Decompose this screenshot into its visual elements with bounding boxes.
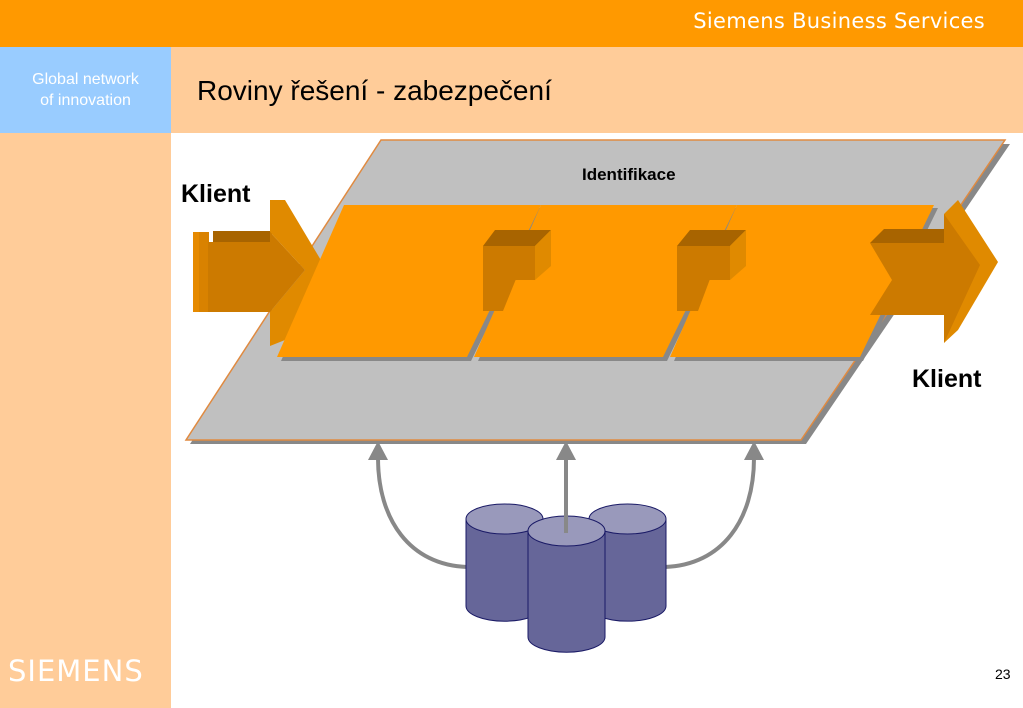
- output-client-label: Klient: [912, 365, 982, 393]
- input-client-label: Klient: [181, 180, 251, 208]
- tagline-line-2: of innovation: [40, 92, 131, 109]
- arrowhead-left-icon: [368, 441, 388, 460]
- database-center-icon: [527, 515, 606, 653]
- siemens-logo: SIEMENS: [8, 654, 144, 688]
- process-block-1: [277, 205, 541, 357]
- link-left: [376, 457, 468, 569]
- input-arrow-icon: [193, 200, 322, 346]
- tagline-line-1: Global network: [32, 71, 139, 88]
- link-right: [664, 457, 756, 569]
- platform-label: Identifikace: [582, 165, 676, 184]
- brand-name: Siemens Business Services: [693, 9, 985, 33]
- arrowhead-center-icon: [556, 441, 576, 460]
- tagline-box: Global network of innovation: [0, 47, 171, 133]
- connector-block-2: [677, 230, 746, 311]
- connector-block-1: [483, 230, 551, 311]
- page-number: 23: [995, 666, 1011, 682]
- sidebar-panel: [0, 47, 171, 708]
- output-arrow-icon: [870, 200, 998, 343]
- arrowhead-right-icon: [744, 441, 764, 460]
- title-bar: Roviny řešení - zabezpečení: [171, 47, 1023, 133]
- slide-title: Roviny řešení - zabezpečení: [197, 75, 552, 106]
- header-bar: Siemens Business Services: [0, 0, 1023, 47]
- database-left-icon: [465, 503, 544, 622]
